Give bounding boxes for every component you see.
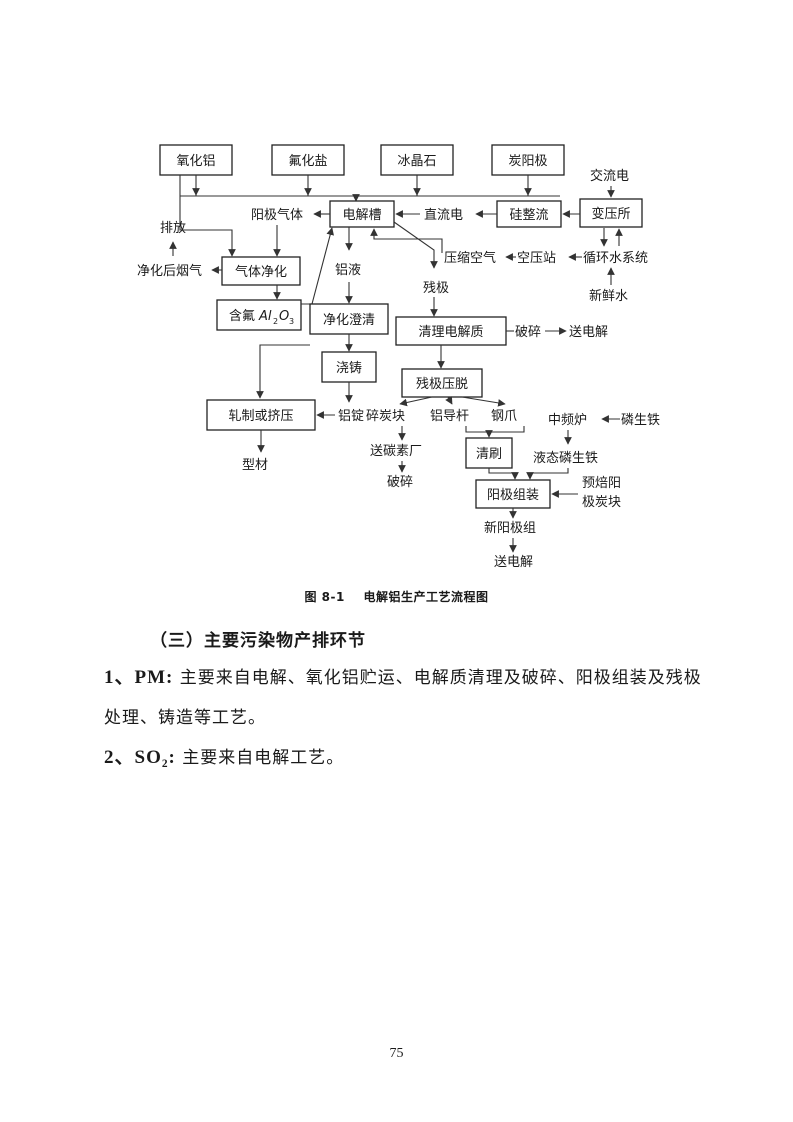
- node-cryolite: 冰晶石: [380, 144, 454, 176]
- label-crushing-2: 破碎: [387, 475, 413, 490]
- rod-claw-join-line: [465, 426, 525, 433]
- label-to-electrolysis-2: 送电解: [494, 555, 533, 570]
- liquid-iron-to-assembly-arrow: [526, 468, 569, 480]
- label-compressed-air: 压缩空气: [444, 250, 496, 266]
- node-electrolytic-cell-label: 电解槽: [342, 208, 381, 223]
- item-text: 主要来自电解、氧化铝贮运、电解质清理及破碎、阳极组装及残极处理、铸造等工艺。: [104, 668, 702, 728]
- formula-o: O: [279, 309, 289, 324]
- process-flow-diagram: 氧化铝 氟化盐 冰晶石 炭阳极 电解槽 阳极气体 直流电 硅整流 变压所 交流: [137, 144, 660, 570]
- label-to-carbon-plant: 送碳素厂: [370, 444, 422, 459]
- paragraph-pm: 1、PM: 主要来自电解、氧化铝贮运、电解质清理及破碎、阳极组装及残极处理、铸造…: [104, 658, 704, 738]
- node-brushing-label: 清刷: [476, 447, 502, 462]
- item-label: 1、PM:: [104, 667, 174, 688]
- node-substation-label: 变压所: [591, 206, 630, 222]
- brush-to-assembly-arrow: [488, 468, 519, 480]
- cell-to-butt-anode-arrow: [393, 221, 438, 269]
- label-prebaked-1: 预焙阳: [582, 476, 621, 491]
- label-aluminum-liquid: 铝液: [335, 263, 361, 278]
- formula-sub-2: 2: [273, 317, 278, 326]
- figure-caption: 图 8-1 电解铝生产工艺流程图: [0, 588, 793, 605]
- label-phosphorus-pig-iron: 磷生铁: [621, 413, 660, 428]
- node-fluoride-alumina: 含氟 Al 2 O 3: [216, 299, 302, 331]
- node-carbon-anode-label: 炭阳极: [508, 154, 547, 169]
- page-number: 75: [389, 1046, 404, 1061]
- figure-number: 图 8-1: [304, 590, 345, 604]
- node-anode-assembly: 阳极组装: [475, 479, 551, 509]
- purify-to-rolling-arrow: [256, 344, 310, 399]
- label-anode-gas: 阳极气体: [251, 207, 303, 223]
- paragraph-so2: 2、SO₂: 主要来自电解工艺。: [104, 738, 704, 778]
- node-electrolyte-cleaning-label: 清理电解质: [418, 325, 483, 340]
- node-fluoride-salt: 氟化盐: [271, 144, 345, 176]
- label-to-electrolysis: 送电解: [569, 325, 608, 340]
- label-new-anode-group: 新阳极组: [484, 520, 536, 536]
- formula-al: Al: [258, 309, 272, 324]
- label-liquid-pig-iron: 液态磷生铁: [533, 451, 598, 466]
- fluoride-alumina-return-arrow: [301, 227, 334, 305]
- label-ingot: 铝锭: [338, 409, 364, 424]
- node-electrolytic-cell: 电解槽: [329, 200, 395, 228]
- node-casting: 浇铸: [321, 351, 377, 383]
- label-dc: 直流电: [424, 208, 463, 223]
- node-brushing: 清刷: [465, 437, 513, 469]
- node-cryolite-label: 冰晶石: [397, 154, 436, 169]
- node-electrolyte-cleaning: 清理电解质: [395, 316, 507, 346]
- node-purification: 净化澄清: [309, 303, 389, 335]
- node-gas-cleaning: 气体净化: [221, 256, 301, 286]
- node-substation: 变压所: [579, 198, 643, 228]
- item-label: 2、SO₂:: [104, 747, 176, 768]
- butt-press-to-rod-arrow: [445, 396, 453, 405]
- node-fluoride-salt-label: 氟化盐: [288, 154, 327, 169]
- label-mf-furnace: 中频炉: [548, 413, 587, 428]
- label-steel-claw: 钢爪: [491, 409, 517, 424]
- item-text: 主要来自电解工艺。: [182, 748, 345, 768]
- node-purification-label: 净化澄清: [323, 313, 375, 328]
- label-emission: 排放: [160, 221, 186, 236]
- node-alumina-label: 氧化铝: [176, 154, 215, 169]
- label-crushing: 破碎: [515, 325, 541, 340]
- label-carbon-block: 碎炭块: [366, 409, 405, 424]
- butt-press-to-claw-arrow: [461, 396, 506, 407]
- label-aluminum-rod: 铝导杆: [430, 409, 469, 424]
- node-carbon-anode: 炭阳极: [491, 144, 565, 176]
- label-circulating-water: 循环水系统: [583, 251, 648, 266]
- label-cleaned-flue-gas: 净化后烟气: [137, 263, 202, 279]
- label-butt-anode: 残极: [423, 281, 449, 296]
- node-rolling-extrusion: 轧制或挤压: [206, 399, 316, 431]
- node-anode-assembly-label: 阳极组装: [487, 488, 539, 503]
- node-rectifier-label: 硅整流: [509, 208, 548, 223]
- label-fresh-water: 新鲜水: [589, 288, 628, 304]
- node-casting-label: 浇铸: [336, 360, 362, 376]
- formula-sub-3: 3: [289, 317, 294, 326]
- node-fluoride-alumina-label: 含氟: [229, 308, 255, 324]
- node-rolling-extrusion-label: 轧制或挤压: [228, 409, 293, 424]
- label-ac: 交流电: [590, 168, 629, 184]
- node-butt-pressing-label: 残极压脱: [416, 377, 468, 392]
- alumina-to-gas-clean-arrow: [179, 175, 236, 257]
- section-heading: （三）主要污染物产排环节: [150, 631, 366, 651]
- node-gas-cleaning-label: 气体净化: [235, 264, 287, 280]
- label-profile: 型材: [242, 458, 268, 473]
- node-butt-pressing: 残极压脱: [401, 368, 483, 398]
- node-alumina: 氧化铝: [159, 144, 233, 176]
- compressed-air-to-cell-arrow: [370, 228, 443, 253]
- figure-title: 电解铝生产工艺流程图: [363, 590, 489, 604]
- label-compressor-station: 空压站: [517, 251, 556, 266]
- node-rectifier: 硅整流: [496, 200, 562, 228]
- label-prebaked-2: 极炭块: [582, 495, 621, 510]
- butt-press-to-carbon-arrow: [399, 396, 433, 407]
